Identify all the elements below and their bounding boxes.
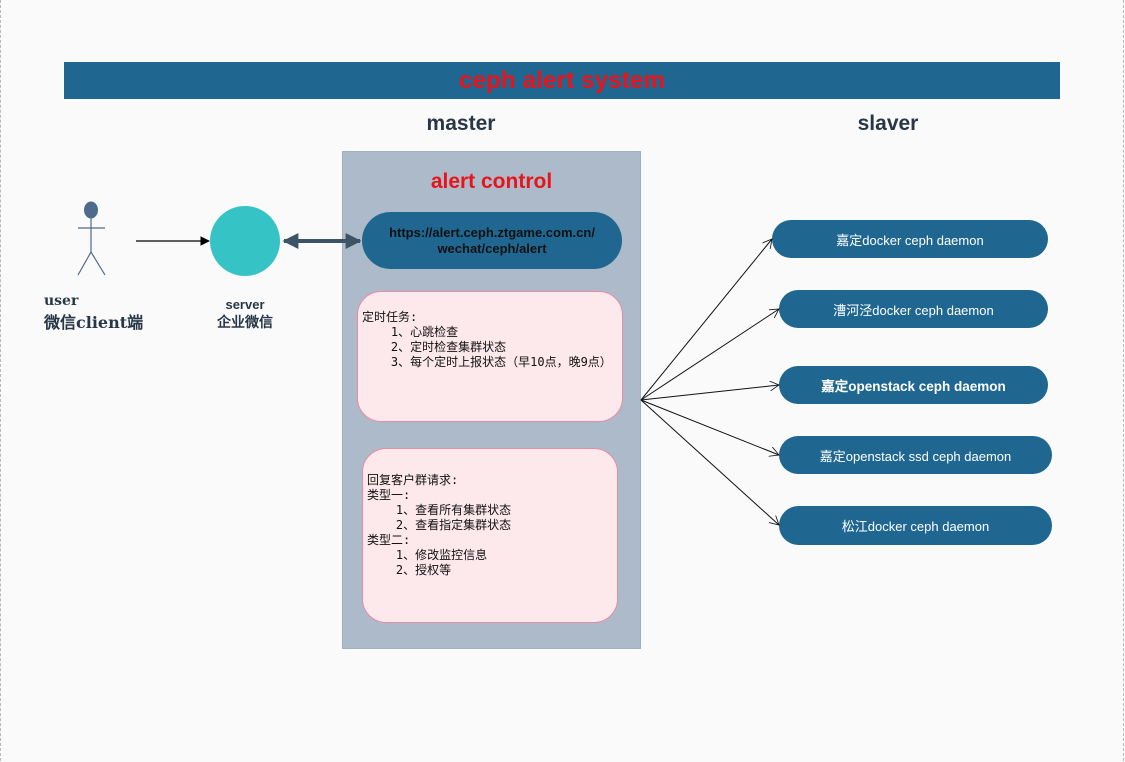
client-requests-box: 回复客户群请求: 类型一: 1、查看所有集群状态 2、查看指定集群状态 类型二:… xyxy=(362,448,618,623)
diagram-title: ceph alert system xyxy=(458,66,666,94)
title-bar: ceph alert system xyxy=(64,62,1060,99)
alert-url-text: https://alert.ceph.ztgame.com.cn/ wechat… xyxy=(389,224,595,256)
daemon-arrow xyxy=(640,309,779,401)
daemon-arrow xyxy=(640,399,779,455)
server-label-en: server xyxy=(225,297,265,312)
daemon-node[interactable]: 嘉定openstack ceph daemon xyxy=(779,366,1048,404)
server-node xyxy=(210,206,280,276)
slaver-heading: slaver xyxy=(857,112,919,135)
daemon-arrow xyxy=(640,239,772,401)
daemon-node[interactable]: 嘉定docker ceph daemon xyxy=(772,220,1048,258)
alert-url-node[interactable]: https://alert.ceph.ztgame.com.cn/ wechat… xyxy=(362,212,622,269)
user-actor-icon xyxy=(77,201,106,276)
daemon-arrow xyxy=(640,385,779,401)
scheduled-tasks-box: 定时任务: 1、心跳检查 2、定时检查集群状态 3、每个定时上报状态（早10点，… xyxy=(357,291,623,422)
daemon-node[interactable]: 松江docker ceph daemon xyxy=(779,506,1052,545)
user-label-en: user xyxy=(44,293,79,309)
server-label-zh: 企业微信 xyxy=(217,314,273,330)
daemon-node[interactable]: 嘉定openstack ssd ceph daemon xyxy=(779,436,1052,474)
user-label-zh: 微信client端 xyxy=(44,313,144,332)
daemon-node[interactable]: 漕河泾docker ceph daemon xyxy=(779,290,1048,328)
master-heading: master xyxy=(426,112,496,135)
alert-control-title: alert control xyxy=(430,170,553,193)
daemon-arrow xyxy=(640,399,779,525)
